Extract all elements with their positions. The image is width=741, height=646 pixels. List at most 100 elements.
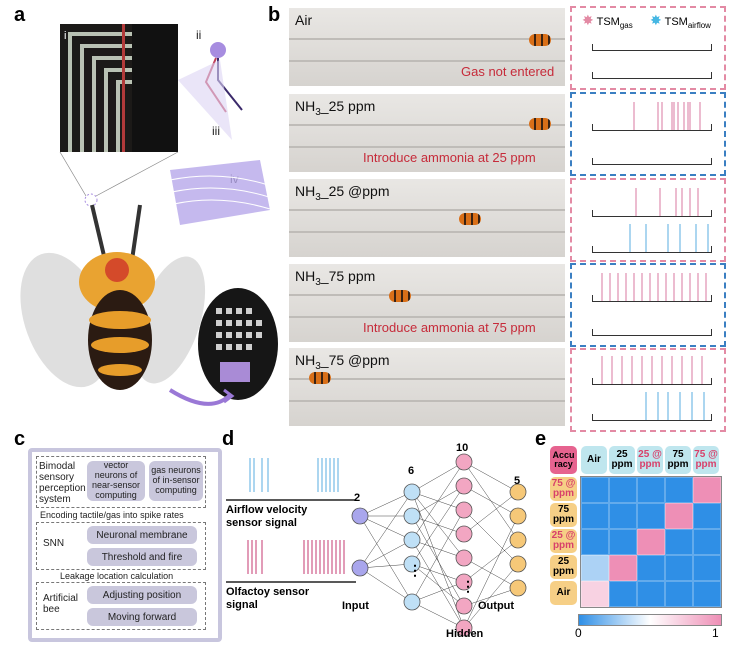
sub-label-iii: iii — [212, 124, 220, 138]
spike-box-25ppm — [570, 92, 726, 176]
heatmap-cell — [637, 529, 665, 555]
neural-network-diagram — [226, 453, 527, 637]
spike-train — [633, 102, 701, 130]
airflow-spike-train — [249, 458, 339, 492]
heatmap-row-label: 75 ppm — [550, 503, 577, 527]
gas-legend-icon: ✸ — [582, 12, 594, 28]
heatmap-cell — [665, 555, 693, 581]
electrode-pattern — [68, 24, 178, 152]
colorbar-min: 0 — [575, 626, 582, 640]
panel-a: i ii iii iv — [20, 20, 280, 420]
encoding-label: Encoding tactile/gas into spike rates — [40, 510, 184, 520]
legend-airflow: ✸ TSMairflow — [650, 12, 711, 31]
video-frame-nh3-75ppm: NH3_75 ppm Introduce ammonia at 75 ppm — [289, 264, 565, 342]
heatmap-cell — [693, 477, 721, 503]
hidden1-ellipsis: ⋮ — [408, 562, 422, 578]
input-node — [351, 507, 369, 525]
heatmap-column-label: 75 ppm — [665, 446, 691, 474]
heatmap-grid — [580, 476, 722, 608]
heatmap-cell — [665, 529, 693, 555]
hidden2-count: 10 — [456, 442, 469, 454]
hidden1-node — [403, 555, 421, 573]
threshold-pill: Threshold and fire — [87, 548, 197, 566]
heatmap-row-label: 25 @ ppm — [550, 529, 577, 553]
olfactory-spike-train — [247, 540, 345, 574]
heatmap-row-label: 75 @ ppm — [550, 477, 577, 501]
hidden2-node — [455, 573, 473, 591]
spike-box-air: ✸ TSMgas ✸ TSMairflow — [570, 6, 726, 90]
artificial-bee-label: Artificial bee — [43, 593, 79, 615]
spike-box-75-at-ppm — [570, 348, 726, 432]
panel-label-b: b — [268, 4, 281, 26]
hidden1-count: 6 — [408, 465, 415, 477]
heatmap-cell — [581, 503, 609, 529]
heatmap-cell — [693, 555, 721, 581]
panel-c-frame — [28, 448, 222, 642]
airflow-signal-label: Airflow velocity sensor signal — [226, 504, 308, 529]
heatmap-cell — [693, 581, 721, 607]
output-node — [509, 531, 527, 549]
bee-sprite — [529, 34, 551, 46]
heatmap-cell — [581, 581, 609, 607]
bee-sprite — [529, 118, 551, 130]
artificial-bee-box: Artificial bee Adjusting position Moving… — [36, 582, 206, 630]
snn-box: SNN Neuronal membrane Threshold and fire — [36, 522, 206, 570]
legend-gas: ✸ TSMgas — [582, 12, 633, 31]
sub-label-ii: ii — [196, 28, 202, 42]
input-count: 2 — [354, 492, 361, 504]
video-frame-nh3-25ppm: NH3_25 ppm Introduce ammonia at 25 ppm — [289, 94, 565, 172]
output-count: 5 — [514, 475, 521, 487]
sensor-micrograph: i — [60, 24, 178, 152]
hidden1-node — [403, 593, 421, 611]
heatmap-cell — [665, 477, 693, 503]
heatmap-column-label: Air — [581, 446, 607, 474]
heatmap-cell — [637, 555, 665, 581]
input-node — [351, 559, 369, 577]
hidden2-node — [455, 525, 473, 543]
gas-neurons-pill: gas neurons of in-sensor computing — [149, 461, 203, 501]
row-note: Gas not entered — [461, 64, 555, 79]
input-label: Input — [342, 600, 369, 612]
hidden2-node — [455, 477, 473, 495]
row-label: NH3_75 @ppm — [295, 352, 390, 372]
row-note: Introduce ammonia at 75 ppm — [363, 320, 536, 335]
hidden1-node — [403, 483, 421, 501]
hidden2-node — [455, 501, 473, 519]
video-frame-air: Air Gas not entered — [289, 8, 565, 86]
adjusting-pill: Adjusting position — [87, 586, 197, 604]
spike-box-25-at-ppm — [570, 178, 726, 262]
output-label: Output — [478, 600, 515, 612]
output-node — [509, 579, 527, 597]
spike-train — [601, 273, 707, 301]
vector-neurons-pill: vector neurons of near-sensor computing — [87, 460, 145, 501]
heatmap-cell — [609, 555, 637, 581]
heatmap-cell — [637, 581, 665, 607]
spike-train — [629, 188, 709, 252]
heatmap-cell — [693, 503, 721, 529]
hidden1-node — [403, 531, 421, 549]
network-edges — [359, 461, 519, 629]
panel-label-e: e — [535, 428, 547, 450]
membrane-pill: Neuronal membrane — [87, 526, 197, 544]
heatmap-cell — [665, 581, 693, 607]
heatmap-column-label: 25 @ ppm — [637, 446, 663, 474]
output-node — [509, 555, 527, 573]
colorbar-max: 1 — [712, 626, 719, 640]
snn-label: SNN — [43, 538, 65, 549]
bee-sprite — [459, 213, 481, 225]
output-node — [509, 483, 527, 501]
heatmap-cell — [693, 529, 721, 555]
row-label: Air — [295, 12, 313, 28]
heatmap-cell — [637, 503, 665, 529]
heatmap-cell — [609, 477, 637, 503]
row-label: NH3_25 @ppm — [295, 183, 390, 203]
heatmap-cell — [609, 529, 637, 555]
heatmap-row-label: 25 ppm — [550, 555, 577, 579]
spike-train — [601, 356, 705, 420]
corner-label: Accu racy — [550, 446, 577, 474]
bee-illustration — [20, 42, 278, 406]
heatmap-cell — [665, 503, 693, 529]
panel-label-c: c — [14, 428, 26, 450]
leakage-label: Leakage location calculation — [60, 571, 174, 581]
bee-sprite — [389, 290, 411, 302]
